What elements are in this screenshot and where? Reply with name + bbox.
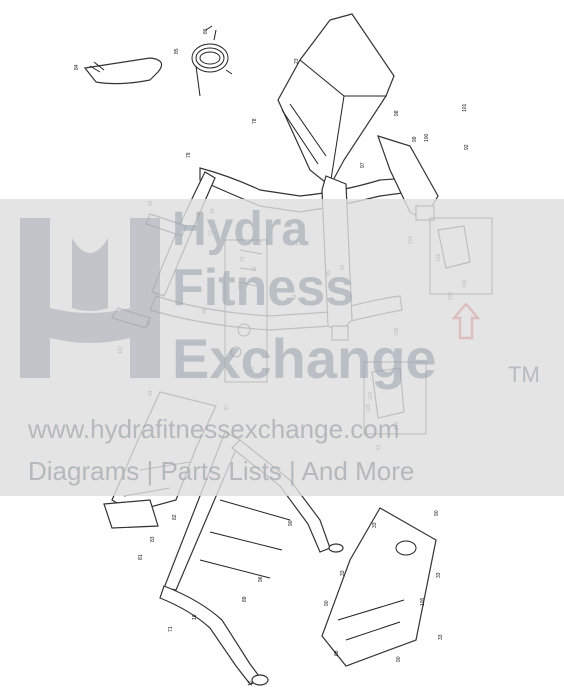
label-90: 90	[288, 520, 294, 526]
label-83: 83	[150, 536, 156, 542]
label-33c: 33	[436, 572, 442, 578]
label-90c: 90	[324, 600, 330, 606]
watermark-tagline: Diagrams | Parts Lists | And More	[28, 456, 415, 486]
label-81: 81	[138, 554, 144, 560]
watermark-overlay	[0, 199, 564, 496]
label-33d: 33	[438, 634, 444, 640]
label-90d: 90	[396, 656, 402, 662]
part-84-cover	[83, 57, 163, 85]
label-88: 88	[334, 650, 340, 656]
label-90b: 90	[434, 510, 440, 516]
label-23: 23	[294, 58, 300, 64]
label-97: 97	[360, 162, 366, 168]
label-82: 82	[172, 514, 178, 520]
label-105b: 105	[420, 597, 426, 606]
part-85-power-cord	[191, 25, 233, 97]
label-89: 89	[242, 596, 248, 602]
part-23-console	[277, 13, 395, 187]
label-101: 101	[462, 103, 468, 112]
watermark-url: www.hydrafitnessexchange.com	[28, 414, 400, 444]
watermark-line2: Fitness	[172, 259, 355, 317]
label-100: 100	[424, 133, 430, 142]
hydra-logo-icon	[20, 218, 160, 378]
label-85: 85	[174, 48, 180, 54]
watermark-line3: Exchange	[172, 327, 437, 390]
label-71: 71	[168, 626, 174, 632]
label-16: 16	[192, 614, 198, 620]
label-96: 96	[258, 576, 264, 582]
label-33a: 33	[372, 522, 378, 528]
label-92: 92	[464, 144, 470, 150]
label-84: 84	[74, 64, 80, 70]
label-33b: 33	[340, 570, 346, 576]
label-79: 79	[186, 152, 192, 158]
label-78: 78	[252, 118, 258, 124]
label-67: 17	[248, 680, 254, 686]
label-86: 86	[203, 28, 209, 34]
watermark-line1: Hydra	[172, 203, 309, 256]
part-88-shroud	[321, 507, 437, 667]
watermark-tm: TM	[508, 362, 540, 387]
label-99: 99	[412, 136, 418, 142]
label-98: 98	[394, 110, 400, 116]
